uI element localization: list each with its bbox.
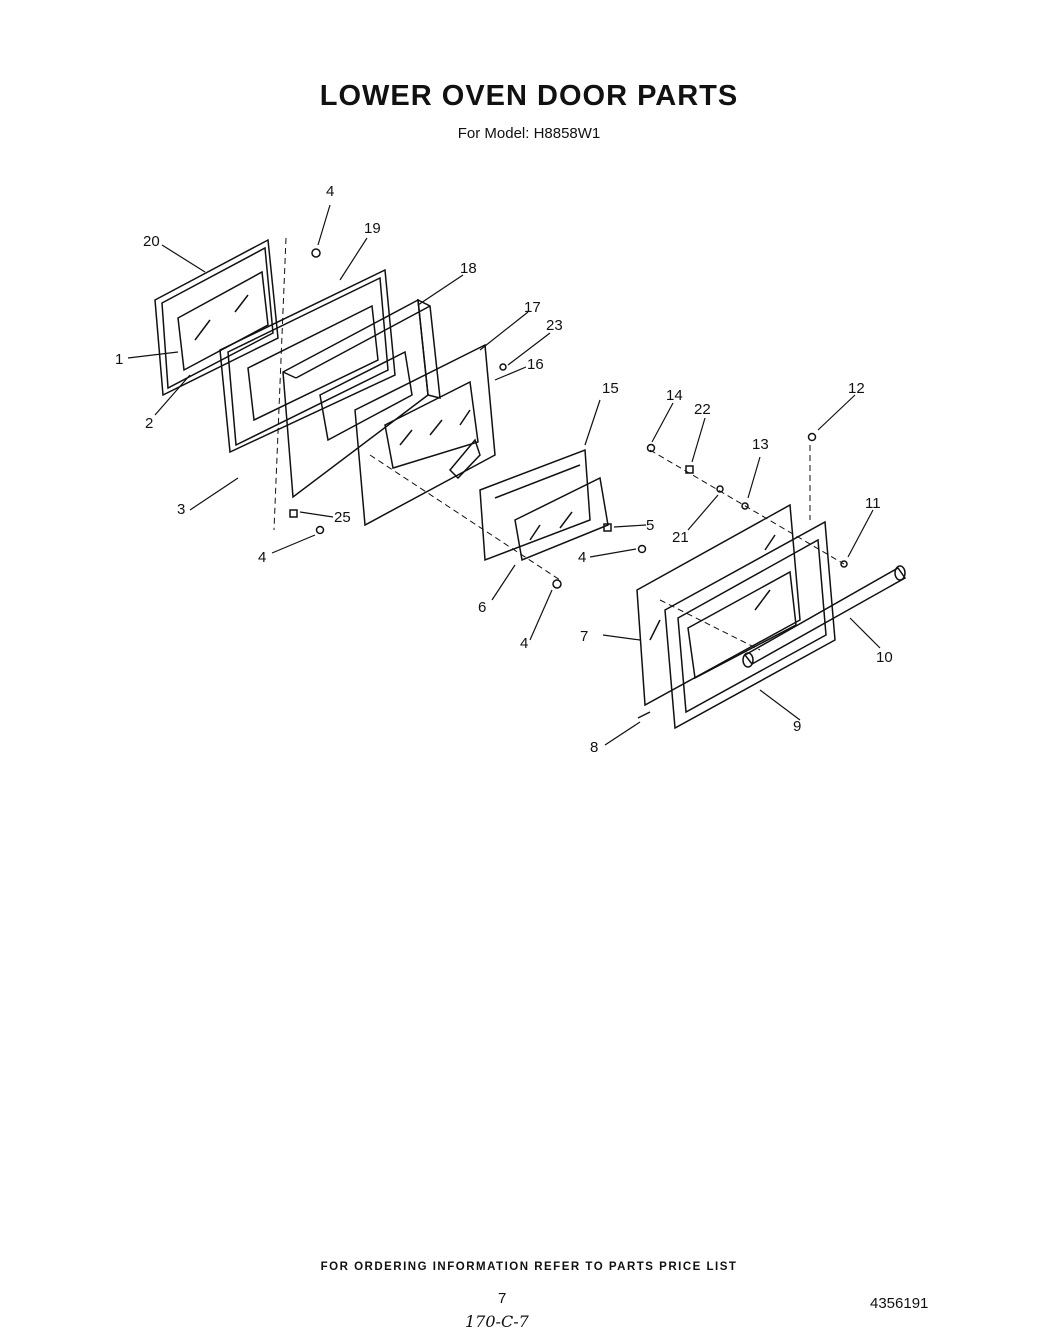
callout-9: 9	[793, 718, 801, 735]
callout-1: 1	[115, 351, 123, 368]
callout-2: 2	[145, 415, 153, 432]
part-15-bracket	[479, 448, 591, 562]
callout-20: 20	[143, 233, 160, 250]
part-6-glass	[514, 476, 609, 562]
page-title: LOWER OVEN DOOR PARTS	[319, 80, 739, 112]
model-subtitle: For Model: H8858W1	[457, 125, 601, 142]
callout-5: 5	[646, 517, 654, 534]
callout-11: 11	[865, 495, 881, 512]
callout-7: 7	[580, 628, 588, 645]
handwritten-note: 170-C-7	[465, 1312, 529, 1331]
part-17-door-panel	[354, 343, 496, 527]
callout-12: 12	[848, 380, 865, 397]
callout-4: 4	[326, 183, 334, 200]
callout-8: 8	[590, 739, 598, 756]
callout-18: 18	[460, 260, 477, 277]
callout-17: 17	[524, 299, 541, 316]
callout-25: 25	[334, 509, 351, 526]
callout-23: 23	[546, 317, 563, 334]
callout-3: 3	[177, 501, 185, 518]
callout-22: 22	[694, 401, 711, 418]
callout-10: 10	[876, 649, 893, 666]
hardware-parts	[289, 248, 848, 719]
alignment-lines	[273, 237, 845, 651]
callout-21: 21	[672, 529, 689, 546]
callout-labels: 4 20 19 18 17 23 16 1 2 3 25 4 15 14 22 …	[115, 183, 893, 756]
callout-14: 14	[666, 387, 683, 404]
callout-4: 4	[520, 635, 528, 652]
part-20-inner-liner	[154, 238, 279, 397]
part-18-insulation	[282, 298, 441, 499]
part-10-handle	[742, 565, 907, 668]
callout-6: 6	[478, 599, 486, 616]
part-7-outer-glass	[636, 503, 801, 707]
leader-lines	[127, 204, 881, 746]
callout-4: 4	[578, 549, 586, 566]
callout-19: 19	[364, 220, 381, 237]
callout-13: 13	[752, 436, 769, 453]
callout-15: 15	[602, 380, 619, 397]
part-9-outer-frame	[664, 520, 836, 730]
callout-16: 16	[527, 356, 544, 373]
page-number: 7	[498, 1290, 507, 1307]
callout-4: 4	[258, 549, 266, 566]
part-19-gasket	[219, 268, 396, 454]
ordering-note: FOR ORDERING INFORMATION REFER TO PARTS …	[320, 1261, 738, 1273]
document-number: 4356191	[870, 1295, 929, 1312]
